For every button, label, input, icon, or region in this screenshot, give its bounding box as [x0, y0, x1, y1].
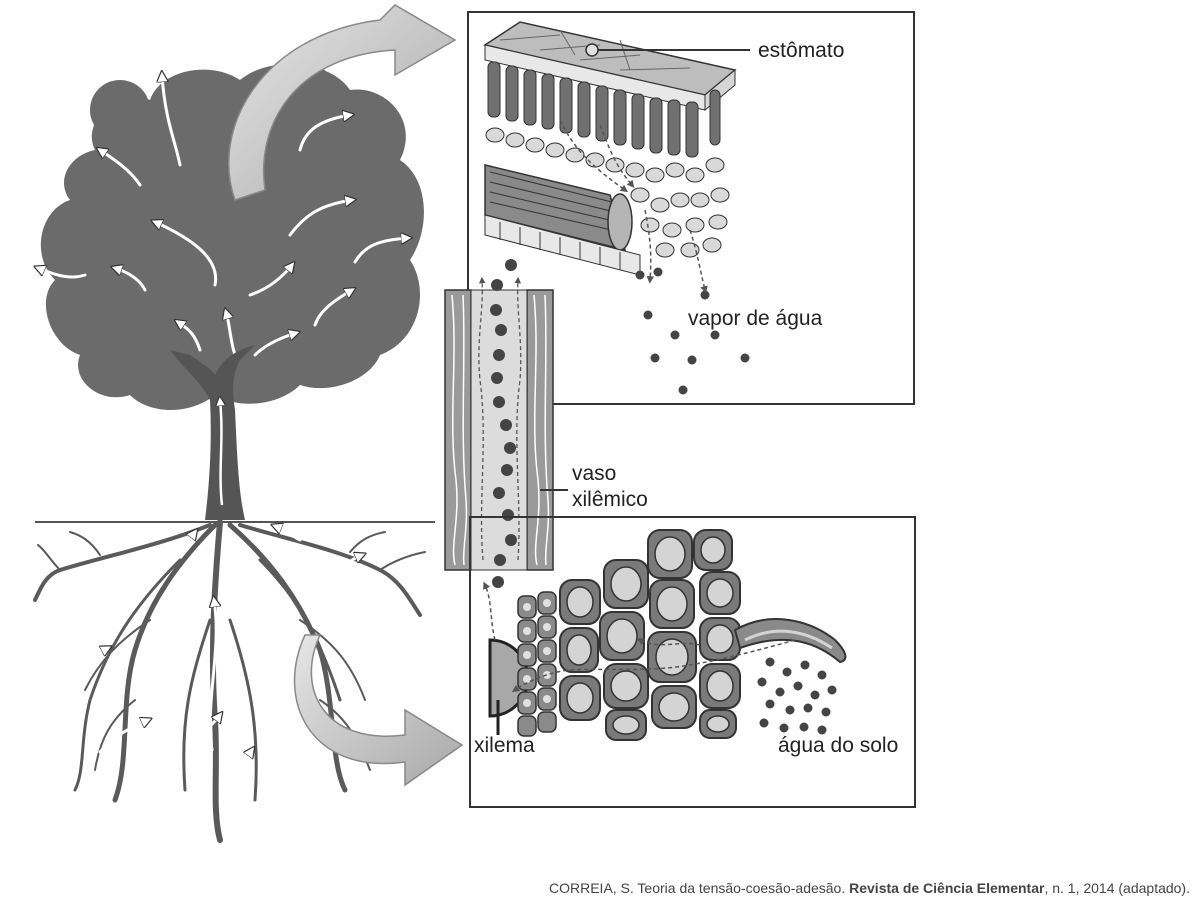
soil-water-droplets: [757, 657, 837, 735]
label-vessel-line2: xilêmico: [572, 488, 648, 511]
root-panel: xilema: [469, 516, 916, 808]
root-cortex-cells: [559, 529, 741, 741]
label-vessel-line1: vaso: [572, 462, 616, 485]
stoma-icon: [585, 43, 599, 57]
label-vapor: vapor de água: [688, 307, 823, 330]
citation-prefix: CORREIA, S. Teoria da tensão-coesão-ades…: [549, 880, 850, 896]
leaf-vascular-bundle: [484, 164, 633, 252]
citation-suffix: , n. 1, 2014 (adaptado).: [1044, 880, 1190, 896]
xylem-water-droplets: [490, 259, 517, 588]
label-soil-water: água do solo: [778, 734, 898, 757]
label-xylem: xilema: [474, 734, 535, 757]
tree: [33, 60, 435, 843]
spongy-cells: [485, 127, 730, 258]
tree-roots: [33, 519, 426, 843]
endodermis-cells: [517, 591, 557, 737]
vapor-path-arrows: [559, 119, 708, 294]
tree-canopy: [40, 60, 424, 411]
palisade-cells: [487, 61, 721, 158]
transpiration-arrows: [38, 75, 408, 357]
xylem-vessel: vaso xilêmico: [444, 259, 648, 588]
curved-arrow-icon: [227, 4, 457, 201]
label-stoma: estômato: [758, 39, 844, 62]
root-water-arrows: [68, 526, 362, 782]
citation: CORREIA, S. Teoria da tensão-coesão-ades…: [0, 880, 1190, 896]
tree-trunk: [170, 345, 255, 520]
root-water-path-arrows: [483, 581, 796, 693]
curved-arrow-icon: [293, 634, 464, 787]
citation-journal: Revista de Ciência Elementar: [849, 880, 1045, 896]
root-hair: [733, 618, 847, 664]
